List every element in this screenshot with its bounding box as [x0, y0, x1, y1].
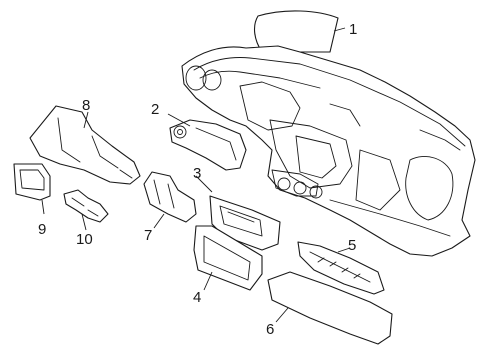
main-instrument-panel	[181, 45, 476, 257]
callout-9: 9	[38, 221, 46, 238]
callout-6: 6	[266, 321, 274, 338]
callout-10: 10	[76, 231, 93, 248]
callout-5: 5	[348, 237, 356, 254]
part-9-switch	[13, 163, 51, 201]
callout-7: 7	[144, 227, 152, 244]
callout-3: 3	[193, 165, 201, 182]
part-2-left-trim	[169, 119, 247, 171]
part-7-bracket	[143, 171, 197, 223]
part-1-top-pad	[253, 10, 339, 53]
part-8-column-cover	[29, 105, 141, 185]
callout-1: 1	[349, 21, 357, 38]
leader-lines	[41, 27, 351, 323]
part-5-right-panel	[297, 241, 385, 295]
part-6-lower-cover	[267, 271, 393, 345]
part-10-bracket	[63, 189, 109, 223]
callout-2: 2	[151, 101, 159, 118]
callout-4: 4	[193, 289, 201, 306]
callout-8: 8	[82, 97, 90, 114]
callouts: 1 2 3 4 5 6 7 8 9 10	[38, 21, 357, 338]
